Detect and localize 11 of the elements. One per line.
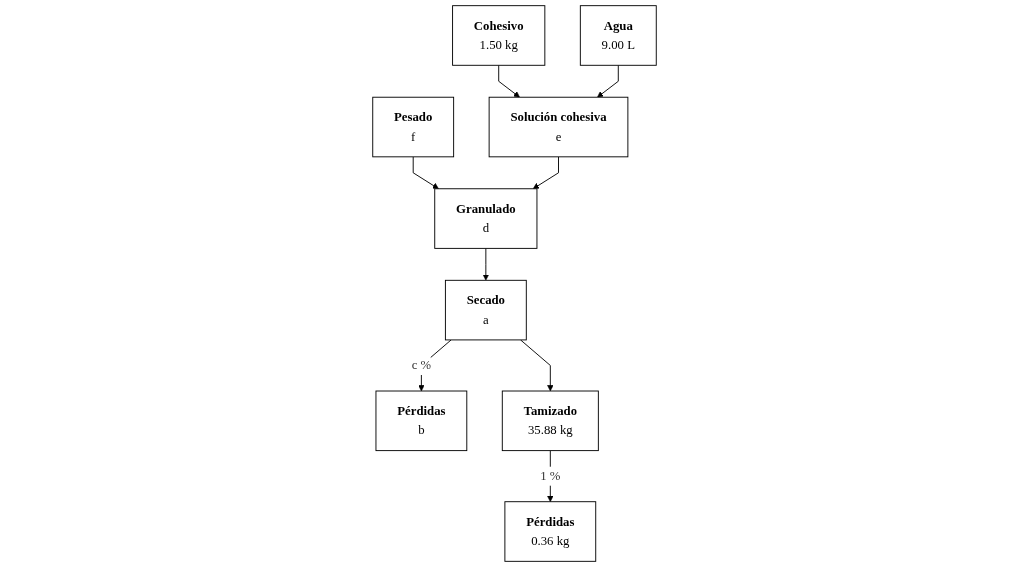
node-box: Secado a <box>444 279 527 341</box>
node-box: Pesado f <box>372 96 455 158</box>
node-box: Pérdidas 0.36 kg <box>504 501 597 562</box>
node-box: Tamizado 35.88 kg <box>501 390 599 452</box>
node-box: Solución cohesiva e <box>488 96 629 158</box>
node-box: Cohesivo 1.50 kg <box>452 5 546 66</box>
node-box: Pérdidas b <box>375 390 468 452</box>
edge-label: 1 % <box>540 468 561 483</box>
node-box: Agua 9.00 L <box>579 5 657 66</box>
edge-label: c % <box>411 358 432 373</box>
node-box: Granulado d <box>434 188 538 249</box>
